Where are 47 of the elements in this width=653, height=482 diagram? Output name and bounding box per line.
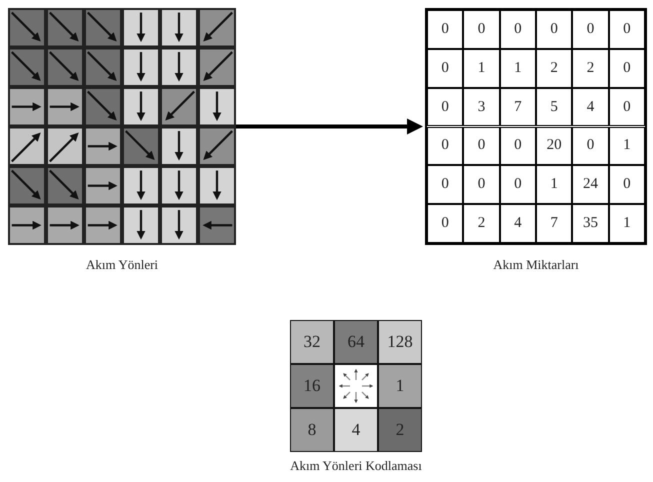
table-cell: 0 — [536, 10, 572, 49]
table-cell: 2 — [572, 48, 609, 88]
table-cell: 0 — [608, 88, 645, 126]
table-cell: 0 — [427, 165, 464, 204]
table-cell: 0 — [500, 10, 536, 49]
direction-code: 2 — [378, 408, 422, 452]
table-cell: 1 — [536, 165, 572, 204]
table-cell: 24 — [572, 165, 609, 204]
table-cell: 0 — [500, 126, 536, 166]
table-cell: 5 — [536, 88, 572, 126]
table-cell: 0 — [500, 165, 536, 204]
table-cell: 7 — [500, 88, 536, 126]
table-cell: 0 — [427, 126, 464, 166]
table-cell: 1 — [608, 126, 645, 166]
table-cell: 0 — [463, 165, 500, 204]
table-cell: 1 — [608, 204, 645, 243]
node-label: Akım Yönleri — [86, 257, 158, 273]
table-cell: 7 — [536, 204, 572, 243]
table-cell: 1 — [500, 48, 536, 88]
table-cell: 0 — [572, 10, 609, 49]
table-cell: 3 — [463, 88, 500, 126]
table-cell: 2 — [463, 204, 500, 243]
table-cell: 0 — [608, 48, 645, 88]
caption: Akım Yönleri Kodlaması — [290, 458, 422, 474]
table-cell: 0 — [608, 10, 645, 49]
table-cell: 0 — [427, 204, 464, 243]
table-cell: 2 — [536, 48, 572, 88]
direction-code: 32 — [290, 320, 334, 364]
table-cell: 20 — [536, 126, 572, 166]
direction-code: 128 — [378, 320, 422, 364]
table-cell: 0 — [463, 10, 500, 49]
table-cell: 35 — [572, 204, 609, 243]
direction-code: 1 — [378, 364, 422, 408]
direction-code: 4 — [334, 408, 378, 452]
direction-code: 8 — [290, 408, 334, 452]
table-cell: 0 — [608, 165, 645, 204]
direction-code: 16 — [290, 364, 334, 408]
table-cell: 0 — [427, 48, 464, 88]
table-cell: 4 — [572, 88, 609, 126]
table-cell: 4 — [500, 204, 536, 243]
table-cell: 1 — [463, 48, 500, 88]
table-cell: 0 — [463, 126, 500, 166]
table-cell: 0 — [427, 88, 464, 126]
direction-code: 64 — [334, 320, 378, 364]
node-label: Akım Miktarları — [493, 257, 579, 273]
table-cell: 0 — [572, 126, 609, 166]
table-cell: 0 — [427, 10, 464, 49]
